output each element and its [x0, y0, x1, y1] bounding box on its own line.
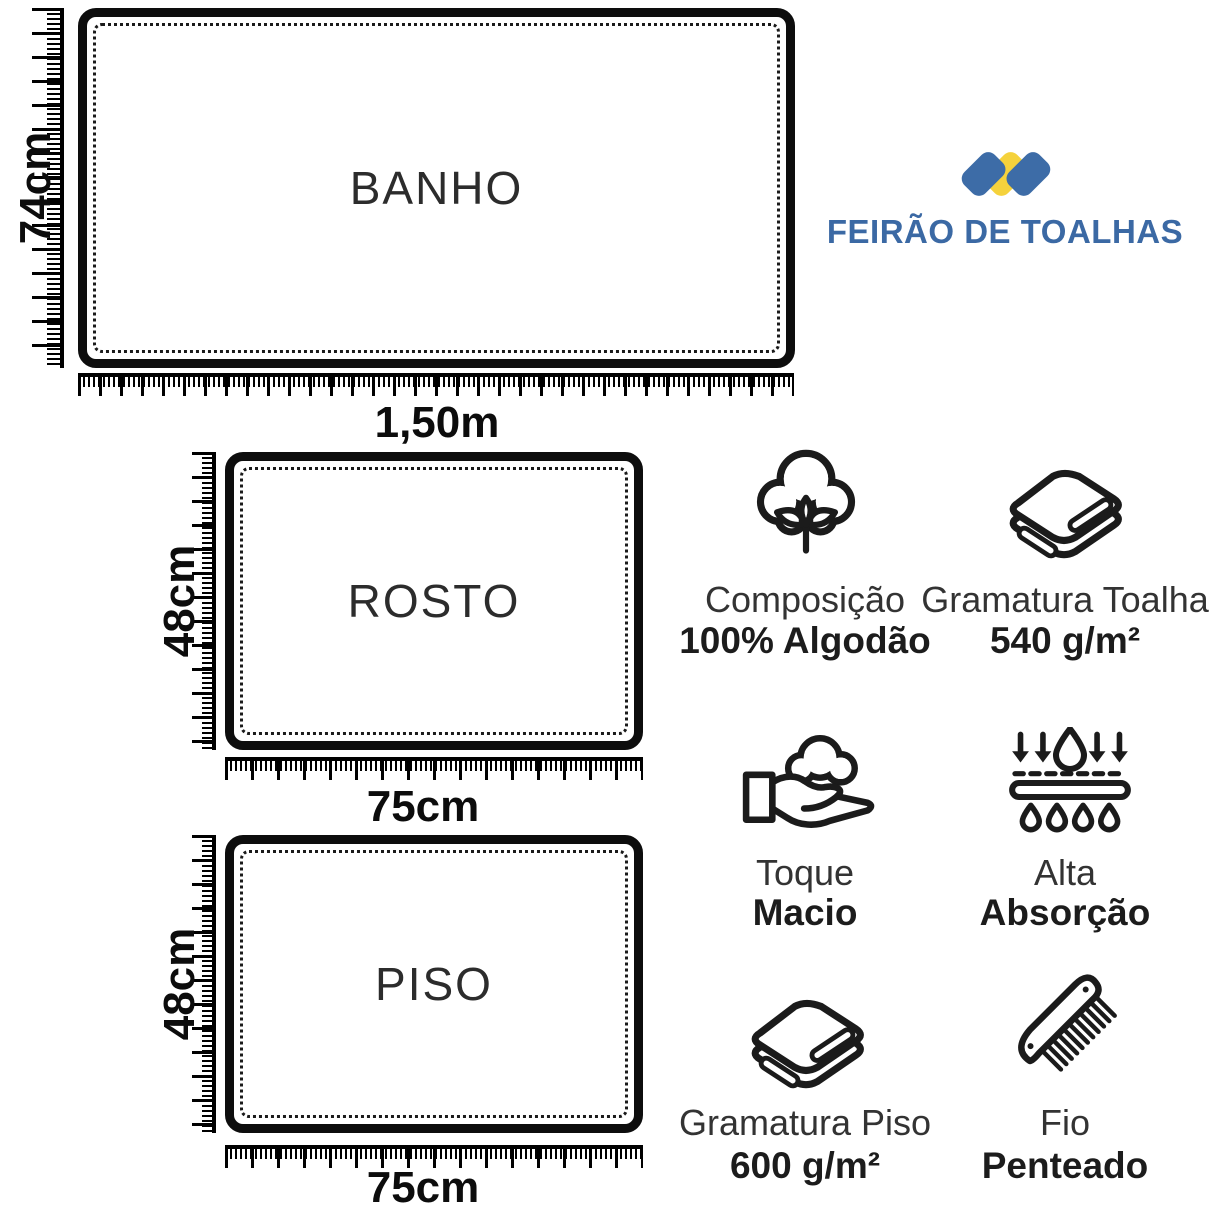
feature-gramatura-toalha-value: 540 g/m² [989, 620, 1141, 661]
feature-fio-value: Penteado [981, 1145, 1149, 1186]
comb-icon [1003, 962, 1133, 1092]
feature-gramatura-piso-title: Gramatura Piso [678, 1102, 932, 1143]
brand-logo-icon [950, 136, 1062, 212]
feature-alta-title: Alta [1033, 852, 1097, 893]
rosto-name: ROSTO [347, 575, 521, 627]
rosto-width-ruler [225, 757, 643, 780]
piso-height-label: 48cm [155, 927, 204, 1041]
piso-width-ruler [225, 1145, 643, 1168]
absorption-icon [1000, 727, 1140, 839]
rosto-rectangle: ROSTO [225, 452, 643, 750]
folded-towel-icon [986, 450, 1142, 572]
rosto-height-ruler [190, 452, 216, 750]
feature-composicao-title: Composição [704, 579, 906, 620]
feature-alta-value: Absorção [979, 892, 1151, 933]
feature-toque-title: Toque [755, 852, 855, 893]
rosto-width-label: 75cm [366, 782, 480, 831]
piso-width-label: 75cm [366, 1163, 480, 1210]
rosto-height-label: 48cm [155, 544, 204, 658]
banho-height-ruler [32, 8, 64, 368]
piso-name: PISO [375, 958, 493, 1010]
feature-gramatura-piso-value: 600 g/m² [729, 1145, 881, 1186]
banho-width-label: 1,50m [374, 398, 500, 447]
feature-gramatura-toalha-title: Gramatura Toalha [921, 579, 1209, 620]
piso-height-ruler [190, 835, 216, 1133]
piso-rectangle: PISO [225, 835, 643, 1133]
cotton-icon [744, 442, 868, 566]
feature-fio-title: Fio [1039, 1102, 1090, 1143]
feature-toque-value: Macio [752, 892, 858, 933]
banho-name: BANHO [349, 162, 524, 214]
banho-height-label: 74cm [11, 131, 60, 245]
hand-soft-icon [731, 728, 881, 845]
banho-width-ruler [78, 373, 794, 396]
folded-towel-icon [728, 980, 884, 1102]
brand-name: FEIRÃO DE TOALHAS [826, 213, 1184, 250]
banho-rectangle: BANHO [78, 8, 795, 368]
feature-composicao-value: 100% Algodão [679, 620, 931, 661]
